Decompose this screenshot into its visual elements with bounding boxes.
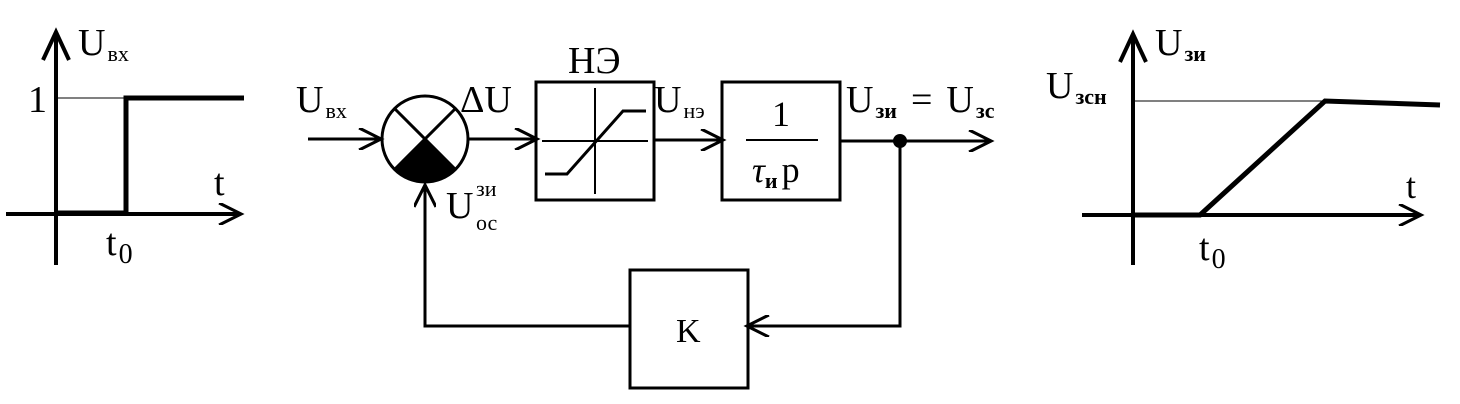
input-graph-x-label: t <box>214 162 225 204</box>
summing-junction-negative-sector <box>395 139 455 182</box>
input-signal-label: Uвх <box>296 79 347 123</box>
feedback-block-label: K <box>676 313 701 350</box>
output-graph-t0-label: t0 <box>1199 227 1226 275</box>
nonlinear-output-label: Uнэ <box>654 79 705 123</box>
error-signal-label: ΔU <box>460 79 512 121</box>
input-graph-t0-label: t0 <box>106 222 133 270</box>
control-loop: Uвх ΔU НЭ Uнэ 1 <box>296 40 995 390</box>
feedback-signal-sub: ос <box>476 210 498 235</box>
saturation-characteristic <box>545 109 646 176</box>
output-graph-level-label: Uзсн <box>1046 65 1107 109</box>
input-graph-y-arrowhead <box>41 27 71 61</box>
input-graph-level-label: 1 <box>28 79 47 121</box>
input-step-curve <box>56 95 244 216</box>
integrator-numerator: 1 <box>772 94 790 134</box>
input-graph-y-label: Uвх <box>78 22 129 66</box>
nonlinear-element-block <box>534 80 656 202</box>
input-step-graph: Uвх 1 t t0 <box>6 22 244 270</box>
output-ramp-graph: Uзи Uзсн t t0 <box>1046 22 1441 275</box>
feedback-path-left <box>425 186 630 328</box>
summing-junction <box>380 94 470 184</box>
feedback-block <box>628 268 750 390</box>
nonlinear-block-title: НЭ <box>568 40 621 82</box>
feedback-path-right <box>748 141 902 326</box>
output-ramp-curve <box>1133 98 1441 218</box>
output-graph-y-arrowhead <box>1118 29 1148 63</box>
feedback-signal-label: U <box>446 185 473 227</box>
feedback-signal-sup: зи <box>476 176 497 201</box>
output-signal-label: Uзи=Uзс <box>846 79 995 123</box>
output-graph-y-label: Uзи <box>1155 22 1206 66</box>
output-graph-x-label: t <box>1406 166 1416 206</box>
